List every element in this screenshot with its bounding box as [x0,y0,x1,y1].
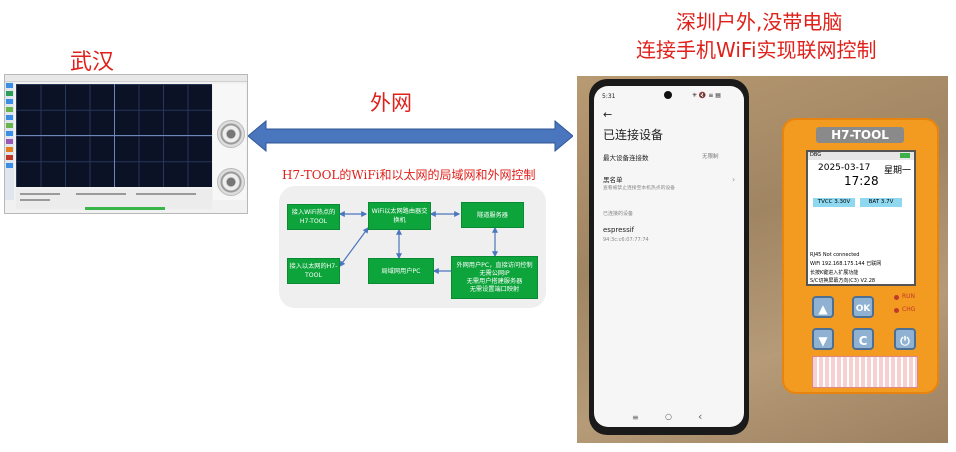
progress-bar [85,207,165,210]
c-button[interactable]: C [852,328,874,350]
lcd-rj45: RJ45 Not connected [810,252,860,258]
device-brand: H7-TOOL [816,127,904,143]
phone-screen: 5:31 ✳ 🔇 ≡ ▤ ← 已连接设备 最大设备连接数 无限制 黑名单 查看被… [594,86,744,427]
box-wan-pc: 外网用户PC，直接访问控制 无需公网IP 无需用户搭建服务器 无需设置端口映射 [451,256,538,299]
down-button[interactable]: ▼ [812,328,834,350]
nav-home-icon[interactable]: ○ [665,412,672,421]
chg-led-icon [894,308,899,313]
lcd-hint-1: 长按K键进入扩展功能 [810,270,859,276]
label-wuhan: 武汉 [70,50,115,75]
box-wifi-hotspot: 接入WiFi热点的H7-TOOL [287,204,340,230]
page-title: 已连接设备 [603,128,664,142]
lcd-time: 17:28 [844,174,879,188]
label-shenzhen-line2: 连接手机WiFi实现联网控制 [636,38,877,62]
max-devices-label[interactable]: 最大设备连接数 [603,154,649,162]
connected-section-label: 已连接的设备 [603,211,634,217]
chg-led-label: CHG [902,306,916,313]
nav-back-icon[interactable]: ‹ [698,410,703,423]
box-lan-pc: 局域网用户PC [368,258,434,284]
status-time: 5:31 [602,93,616,100]
chevron-right-icon[interactable]: › [732,175,736,184]
status-icons: ✳ 🔇 ≡ ▤ [692,92,721,99]
back-arrow-icon[interactable]: ← [603,108,613,121]
pin-label-sticker [812,356,918,388]
up-button[interactable]: ▲ [812,296,834,318]
lcd-wifi: WiFi 192.168.175.144 已联网 [810,261,882,267]
lcd-tvcc: TVCC 3.30V [813,198,855,207]
lcd-weekday: 星期一 [884,166,912,176]
label-wan: 外网 [370,91,412,115]
lcd-dbg: DBG [810,152,822,158]
battery-icon [900,153,910,158]
scope-center-line-v [114,84,115,187]
label-shenzhen-line1: 深圳户外,没带电脑 [676,10,843,34]
power-button[interactable]: ⏻ [894,328,916,350]
blacklist-label[interactable]: 黑名单 [603,176,623,184]
network-diagram: 接入WiFi热点的H7-TOOL WiFi以太网路由器交换机 隧道服务器 接入以… [279,186,546,308]
lcd-top-bar [808,152,914,160]
control-panel [213,84,246,200]
knob-icon [217,168,245,196]
pc-oscilloscope-screenshot [4,74,248,214]
max-devices-value[interactable]: 无限制 [702,154,719,160]
blacklist-description: 查看被禁止连接至本机热点的设备 [603,186,675,191]
knob-icon [217,120,245,148]
run-led-icon [894,295,899,300]
box-relay-server: 隧道服务器 [461,202,524,228]
lcd-hint-2: S/C切换屏幕方向(C3) V2.28 [810,278,876,284]
diagram-title: H7-TOOL的WiFi和以太网的局域网和外网控制 [282,168,536,182]
device-name[interactable]: espressif [603,226,635,234]
lcd-bat: BAT 3.7V [860,198,902,207]
run-led-label: RUN [902,293,916,300]
smartphone: 5:31 ✳ 🔇 ≡ ▤ ← 已连接设备 最大设备连接数 无限制 黑名单 查看被… [589,79,749,435]
device-lcd: DBG 2025-03-17 星期一 17:28 TVCC 3.30V BAT … [806,150,916,286]
device-mac: 94:3c:c6:07:77:74 [603,237,649,243]
box-router: WiFi以太网路由器交换机 [368,202,431,230]
box-ethernet-device: 接入以太网的H7-TOOL [287,258,340,284]
window-titlebar [5,75,247,82]
nav-menu-icon[interactable]: ≡ [632,413,639,422]
bottom-panel [16,189,212,209]
camera-icon [664,91,672,99]
sidebar-icons [5,82,14,200]
ok-button[interactable]: OK [852,296,874,318]
double-arrow-icon [248,120,573,152]
h7-tool-device: H7-TOOL DBG 2025-03-17 星期一 17:28 TVCC 3.… [782,118,939,394]
lcd-date: 2025-03-17 [818,163,871,173]
